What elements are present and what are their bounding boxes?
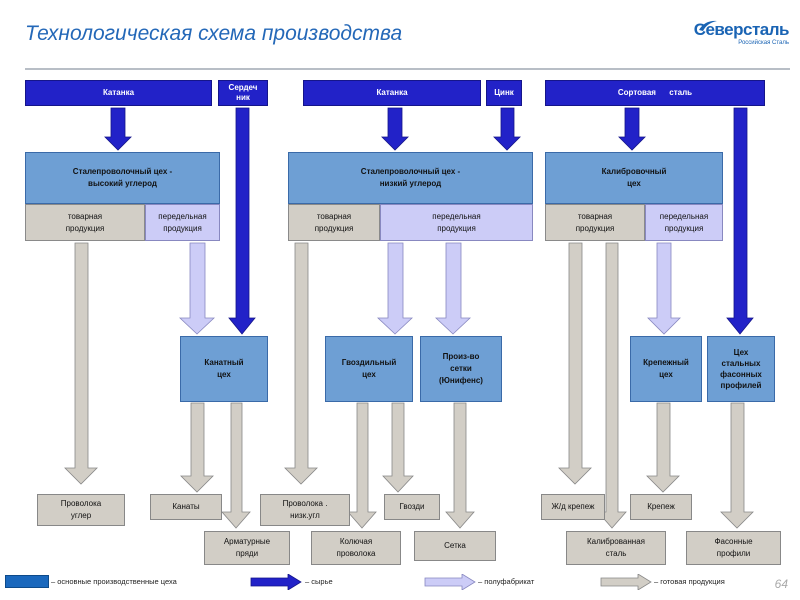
- final-arrow-rebar: [221, 402, 251, 529]
- product-calibrated-steel: Калиброванная сталь: [566, 531, 666, 565]
- raw-arrow-sortovaya: [618, 107, 646, 151]
- semi-arrow-mesh: [434, 242, 472, 335]
- semi-arrow-fastener: [647, 242, 681, 335]
- shop-calibration: Калибровочный цех: [545, 152, 723, 204]
- final-arrow-nails: [382, 402, 414, 493]
- product-wire-low-carbon: Проволока . низк.угл: [260, 494, 350, 526]
- shop-rope: Канатный цех: [180, 336, 268, 402]
- shop-nail: Гвоздильный цех: [325, 336, 413, 402]
- legend-final-arrow-icon: [600, 574, 652, 590]
- raw-arrow-zinc: [493, 107, 521, 151]
- sub-semi-high: передельная продукция: [145, 204, 220, 241]
- sub-semi-calibr: передельная продукция: [645, 204, 723, 241]
- raw-arrow-katanka2: [381, 107, 409, 151]
- legend-semi-arrow-icon: [424, 574, 476, 590]
- sub-goods-low: товарная продукция: [288, 204, 380, 241]
- final-arrow-barbed: [347, 402, 377, 529]
- product-rebar-strands: Арматурные пряди: [204, 531, 290, 565]
- product-barbed-wire: Колючая проволока: [311, 531, 401, 565]
- product-nails: Гвозди: [384, 494, 440, 520]
- final-arrow-fastener: [646, 402, 680, 493]
- title-divider: [25, 68, 790, 70]
- final-arrow-calibrated: [597, 242, 627, 529]
- final-arrow-ropes: [180, 402, 214, 493]
- raw-arrow-profile: [726, 107, 754, 335]
- legend-label-raw: – сырье: [305, 577, 333, 586]
- legend-raw-arrow-icon: [250, 574, 302, 590]
- page-title: Технологическая схема производства: [25, 22, 403, 45]
- legend-label-final: – готовая продукция: [654, 577, 725, 586]
- shop-mesh: Произ-во сетки (Юнифенс): [420, 336, 502, 402]
- logo-subtitle: Российская Сталь: [738, 40, 789, 46]
- severstal-logo: Северсталь Российская Сталь: [693, 18, 790, 54]
- shop-wire-low-carbon: Сталепроволочный цех - низкий углерод: [288, 152, 533, 204]
- logo-name: Северсталь: [693, 20, 790, 39]
- final-arrow-mesh: [445, 402, 475, 529]
- sub-semi-low: передельная продукция: [380, 204, 533, 241]
- shop-shaped-profiles: Цех стальных фасонных профилей: [707, 336, 775, 402]
- raw-zinc: Цинк: [486, 80, 522, 106]
- legend-swatch-main-shops: [5, 575, 49, 588]
- shop-wire-high-carbon: Сталепроволочный цех - высокий углерод: [25, 152, 220, 204]
- raw-serdechnik: Сердеч ник: [218, 80, 268, 106]
- final-arrow-profiles: [720, 402, 754, 529]
- raw-sortovaya-steel: Сортовая сталь: [545, 80, 765, 106]
- final-arrow-wire-carbon: [64, 242, 98, 485]
- sub-goods-calibr: товарная продукция: [545, 204, 645, 241]
- raw-katanka-2: Катанка: [303, 80, 481, 106]
- product-rail-fastener: Ж/д крепеж: [541, 494, 605, 520]
- page-number: 64: [774, 577, 788, 591]
- raw-arrow-serdechnik: [228, 107, 256, 335]
- semi-arrow-nail: [376, 242, 414, 335]
- product-fastener: Крепеж: [630, 494, 692, 520]
- product-mesh: Сетка: [414, 531, 496, 561]
- logo-swoosh-icon: [699, 20, 717, 31]
- product-shaped-profiles: Фасонные профили: [686, 531, 781, 565]
- raw-katanka-1: Катанка: [25, 80, 212, 106]
- legend-label-semi: – полуфабрикат: [478, 577, 535, 586]
- final-arrow-wire-low: [284, 242, 318, 485]
- legend-label-main-shops: – основные производственные цеха: [51, 577, 177, 586]
- semi-arrow-rope: [178, 242, 216, 335]
- product-wire-carbon: Проволока углер: [37, 494, 125, 526]
- final-arrow-rail-fastener: [558, 242, 592, 485]
- product-ropes: Канаты: [150, 494, 222, 520]
- raw-arrow-katanka1: [104, 107, 132, 151]
- shop-fastener: Крепежный цех: [630, 336, 702, 402]
- sub-goods-high: товарная продукция: [25, 204, 145, 241]
